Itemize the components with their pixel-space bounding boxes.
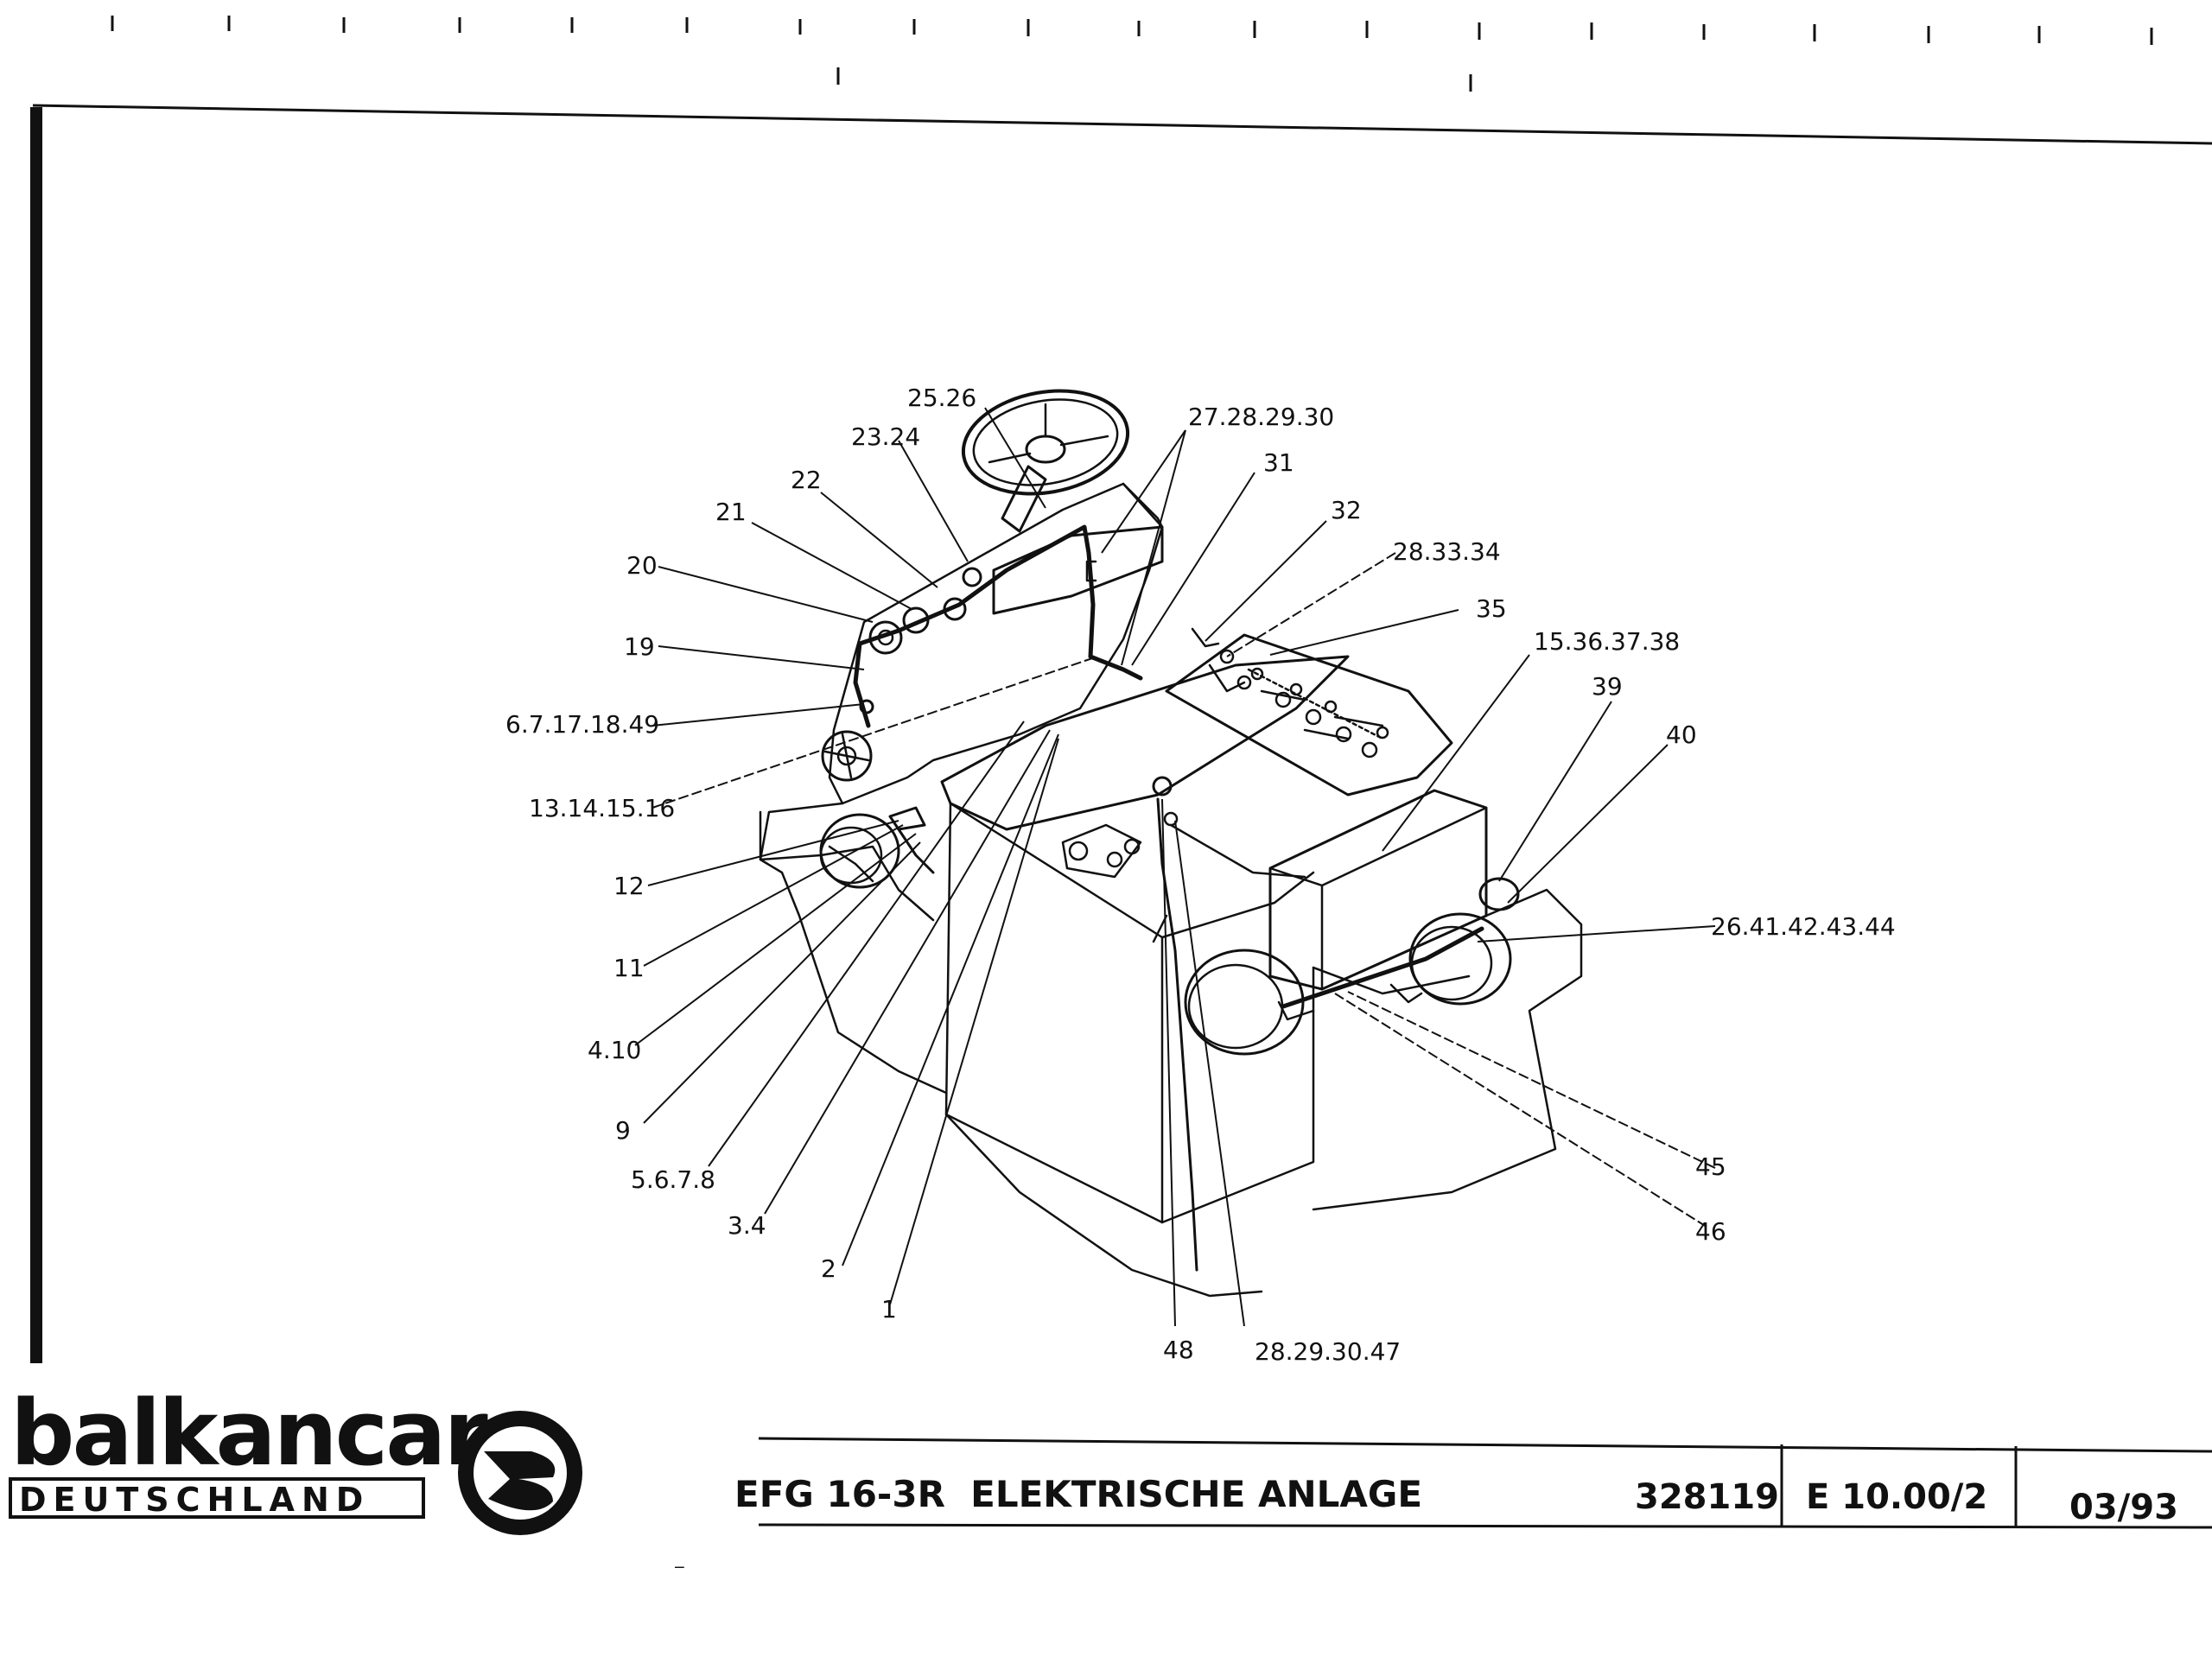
callout-46: 46	[1695, 1217, 1726, 1246]
callout-21: 21	[715, 498, 747, 526]
callout-39: 39	[1592, 672, 1623, 701]
brand-logo: balkancar DEUTSCHLAND ‒	[9, 1381, 685, 1577]
gauge-13	[821, 730, 873, 782]
axle-harness	[1281, 926, 1484, 1009]
callout-labels: 25.26 23.24 22 21 20 19 6.7.17.18.49 13.…	[505, 384, 1896, 1366]
brand-name: balkancar	[10, 1381, 487, 1486]
key-switch-48	[1152, 776, 1173, 797]
callout-9: 9	[615, 1116, 631, 1145]
drawing-number: E 10.00/2	[1806, 1477, 1987, 1517]
callout-28-29-30-47: 28.29.30.47	[1255, 1337, 1401, 1366]
seat-housing	[940, 655, 1350, 831]
callout-26-41-42-43-44: 26.41.42.43.44	[1711, 912, 1896, 941]
callout-4-10: 4.10	[588, 1036, 641, 1064]
switch-23	[962, 567, 982, 587]
callout-35: 35	[1476, 594, 1507, 623]
callout-5-6-7-8: 5.6.7.8	[631, 1165, 715, 1194]
brand-subtitle-box	[9, 1477, 425, 1519]
callout-31: 31	[1263, 448, 1294, 477]
switch-20	[868, 620, 903, 655]
steering-wheel	[961, 389, 1130, 496]
callout-19: 19	[624, 632, 655, 661]
drawing-date: 03/93	[2069, 1488, 2178, 1527]
rear-right-wheel	[1408, 912, 1512, 1006]
callout-27-28-29-30: 27.28.29.30	[1188, 403, 1334, 431]
drawing-title: EFG 16-3R ELEKTRISCHE ANLAGE	[734, 1473, 1422, 1515]
title-block: EFG 16-3R ELEKTRISCHE ANLAGE 328119 E 10…	[734, 1437, 2212, 1529]
callout-28-33-34: 28.33.34	[1393, 537, 1501, 566]
callout-32: 32	[1331, 496, 1362, 524]
brand-subtitle: DEUTSCHLAND	[19, 1481, 370, 1519]
callout-40: 40	[1666, 720, 1697, 749]
callout-2: 2	[821, 1254, 836, 1283]
callout-22: 22	[791, 466, 822, 494]
callout-45: 45	[1695, 1152, 1726, 1181]
leader-lines	[634, 407, 1716, 1327]
callout-11: 11	[613, 954, 645, 982]
balkancar-emblem-icon	[458, 1411, 582, 1535]
forklift-illustration	[759, 389, 1583, 1298]
scan-mark: ‒	[674, 1556, 685, 1577]
callout-12: 12	[613, 872, 645, 900]
callout-20: 20	[626, 551, 658, 580]
callout-3-4: 3.4	[728, 1211, 766, 1240]
callout-1: 1	[881, 1295, 897, 1323]
frame-top-line	[32, 104, 2212, 145]
part-number: 328119	[1635, 1477, 1779, 1517]
scan-tick-marks	[111, 16, 2153, 92]
brake-disc-39	[1478, 877, 1520, 911]
callout-13-14-15-16: 13.14.15.16	[529, 794, 675, 822]
battery-compartment	[1165, 633, 1453, 797]
callout-25-26: 25.26	[907, 384, 976, 412]
callout-15-36-37-38: 15.36.37.38	[1534, 627, 1680, 656]
callout-48: 48	[1163, 1336, 1194, 1364]
callout-23-24: 23.24	[851, 422, 920, 451]
console-harness	[853, 524, 1143, 728]
callout-6-7-17-18-49: 6.7.17.18.49	[505, 710, 659, 739]
controller-box	[1268, 789, 1488, 991]
rear-left-wheel	[1184, 949, 1305, 1056]
